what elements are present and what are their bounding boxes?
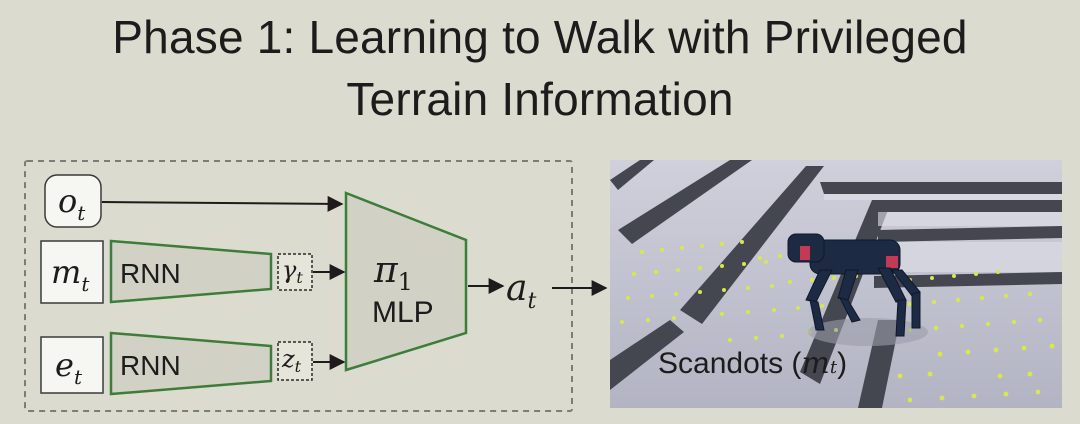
input-environment-symbol: e [55,346,74,384]
latent-z-symbol: z [281,345,295,373]
latent-z-subscript: t [295,357,302,376]
input-observation-symbol: o [58,182,77,220]
scandots-caption-subscript: t [829,357,838,378]
diagram-frame [24,160,573,412]
input-scandots-symbol: m [51,253,81,291]
scandots-caption-symbol: m [801,346,830,381]
input-observation-subscript: t [77,201,86,225]
latent-z: zt [277,341,313,381]
policy-subscript: 1 [398,268,413,296]
arrow-observation-to-policy [101,195,344,212]
quadruped-robot [787,233,921,337]
policy-label: MLP [372,296,434,329]
policy-symbol: π [373,250,399,291]
title-line-1: Phase 1: Learning to Walk with Privilege… [112,11,968,63]
latent-gamma: γt [277,253,313,291]
slide-title: Phase 1: Learning to Walk with Privilege… [0,6,1080,130]
architecture-diagram: ot mt et RNN RNN γt zt [24,160,573,412]
action-symbol: a [506,268,527,309]
scene-render [610,160,1062,408]
scandots-caption: Scandots (mt) [658,346,847,381]
simulation-scene: Scandots (mt) [610,160,1062,408]
action-output: at [506,268,536,314]
arrow-action-to-scene [552,280,608,296]
input-observation: ot [44,174,102,228]
svg-text:γt: γt [282,256,303,287]
rnn-encoder-top: RNN [109,239,273,304]
title-line-2: Terrain Information [346,73,734,125]
svg-text:mt: mt [51,253,90,296]
input-scandots: mt [40,240,104,304]
input-environment: et [40,336,104,394]
rnn-encoder-bottom: RNN [109,331,273,396]
latent-gamma-subscript: t [296,268,303,287]
svg-text:zt: zt [281,345,302,376]
rnn-encoder-bottom-label: RNN [120,350,181,381]
scandots-caption-close: ) [837,347,848,380]
input-scandots-subscript: t [81,272,90,296]
scandots-caption-text: Scandots ( [658,347,802,380]
latent-gamma-symbol: γ [282,256,297,284]
svg-text:π1: π1 [373,250,413,296]
policy-mlp: π1 MLP [344,191,468,372]
action-subscript: t [527,289,536,314]
svg-text:et: et [55,346,83,389]
input-environment-subscript: t [74,365,83,389]
svg-text:ot: ot [58,182,86,225]
rnn-encoder-top-label: RNN [120,258,181,289]
